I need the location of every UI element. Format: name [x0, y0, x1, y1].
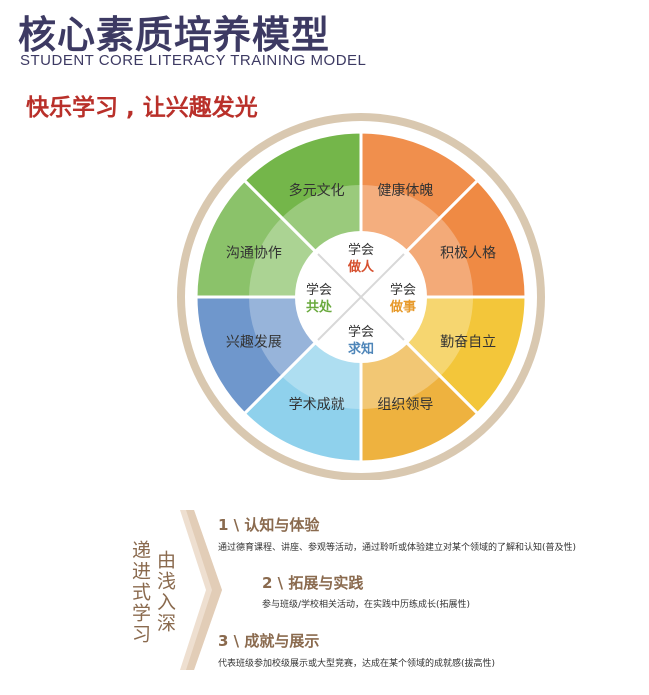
- wheel-segment-label-2: 勤奋自立: [440, 334, 496, 350]
- progressive-learning-label: 递进式学习: [129, 540, 151, 645]
- center-label-line2-1: 做事: [389, 299, 416, 315]
- center-label-line1-1: 学会: [390, 282, 416, 298]
- center-dividers: [317, 253, 405, 341]
- center-label-line1-0: 学会: [348, 242, 374, 258]
- wheel-segment-label-5: 兴趣发展: [226, 334, 282, 350]
- shallow-to-deep-label: 由浅入深: [154, 550, 176, 634]
- step-2-desc: 参与班级/学校相关活动，在实践中历练成长(拓展性): [262, 600, 471, 610]
- wheel-segment-label-0: 健康体魄: [377, 182, 433, 199]
- center-label-line2-0: 做人: [347, 259, 375, 275]
- step-3-title: 3 \ 成就与展示: [218, 632, 320, 650]
- page-subtitle-en: STUDENT CORE LITERACY TRAINING MODEL: [20, 52, 367, 69]
- wheel-segment-label-1: 积极人格: [440, 246, 496, 262]
- step-1-title: 1 \ 认知与体验: [218, 516, 320, 534]
- wheel-segment-label-4: 学术成就: [289, 397, 345, 413]
- wheel-segment-label-6: 沟通协作: [226, 246, 282, 262]
- center-label-line2-2: 求知: [348, 341, 374, 357]
- step-1-desc: 通过德育课程、讲座、参观等活动，通过聆听或体验建立对某个领域的了解和认知(普及性…: [218, 543, 577, 553]
- center-label-line1-2: 学会: [348, 324, 374, 340]
- step-3-desc: 代表班级参加校级展示或大型竞赛，达成在某个领域的成就感(拔高性): [218, 659, 496, 669]
- wheel-segment-label-3: 组织领导: [377, 397, 433, 413]
- center-label-line2-3: 共处: [306, 299, 333, 315]
- step-2-title: 2 \ 拓展与实践: [262, 574, 364, 592]
- slogan: 快乐学习 , 让兴趣发光: [26, 95, 258, 121]
- chevron-arrow-inner: [186, 510, 222, 670]
- wheel-segment-label-7: 多元文化: [289, 182, 345, 199]
- center-label-line1-3: 学会: [306, 282, 332, 298]
- page-title: 核心素质培养模型: [18, 13, 331, 57]
